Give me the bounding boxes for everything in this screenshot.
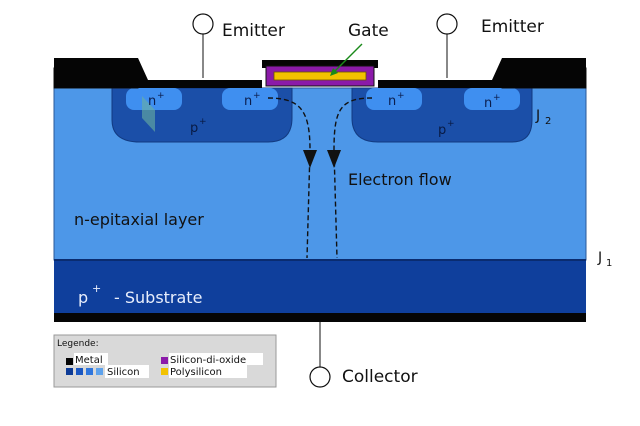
n-plus-label-2: n +: [244, 91, 261, 109]
emitter-right-label: Emitter: [481, 17, 544, 37]
gate-polysilicon: [273, 71, 367, 81]
svg-text:+: +: [199, 117, 207, 127]
n-plus-label-4: n +: [484, 93, 501, 111]
legend-label-bg-metal: [74, 353, 108, 365]
legend-swatch-polysilicon: [161, 368, 168, 375]
svg-text:- Substrate: - Substrate: [114, 288, 202, 307]
junction-j2-label: J 2: [535, 108, 551, 127]
n-plus-region-1: [126, 88, 182, 110]
emitter-metal-left: [54, 58, 262, 88]
svg-text:n: n: [244, 94, 252, 109]
legend-swatch-oxide: [161, 357, 168, 364]
legend-swatch-silicon-1: [66, 368, 73, 375]
electron-flow-path-right: [333, 97, 373, 259]
gate-label: Gate: [348, 21, 389, 41]
electron-flow-path-left: [267, 97, 311, 259]
svg-text:n: n: [388, 94, 396, 109]
watermark-shape: [142, 96, 155, 132]
legend-label-oxide: Silicon-di-oxide: [170, 355, 246, 366]
legend: Legende: Metal Silicon Silicon-di-oxide …: [53, 334, 277, 388]
n-plus-region-3: [366, 88, 422, 110]
center-metal-bar: [262, 60, 378, 68]
n-plus-region-2: [222, 88, 278, 110]
left-metal-top-bar: [54, 58, 138, 68]
svg-text:J: J: [597, 250, 602, 266]
legend-label-polysilicon: Polysilicon: [170, 367, 222, 378]
n-plus-region-4: [464, 88, 520, 110]
p-plus-label-left: p +: [190, 117, 207, 136]
svg-text:n: n: [484, 96, 492, 111]
svg-text:+: +: [92, 282, 101, 295]
emitter-left-label: Emitter: [222, 21, 285, 41]
svg-text:1: 1: [606, 258, 612, 269]
legend-swatch-metal: [66, 358, 73, 365]
svg-text:p: p: [78, 288, 88, 307]
svg-text:J: J: [535, 108, 540, 124]
electron-flow-arrowhead-left: [303, 150, 317, 168]
legend-label-metal: Metal: [75, 355, 103, 366]
svg-text:p: p: [190, 121, 198, 136]
n-plus-label-1: n +: [148, 91, 165, 109]
emitter-left-terminal: [192, 13, 214, 35]
svg-text:+: +: [397, 91, 405, 101]
svg-text:n: n: [148, 94, 156, 109]
legend-label-bg-silicon: [105, 365, 149, 378]
legend-label-bg-oxide: [169, 353, 263, 365]
substrate-label: p + - Substrate: [78, 282, 202, 307]
legend-label-silicon: Silicon: [107, 367, 140, 378]
n-epitaxial-label: n-epitaxial layer: [74, 210, 204, 229]
legend-swatch-silicon-2: [76, 368, 83, 375]
svg-text:+: +: [493, 93, 501, 103]
svg-text:+: +: [447, 119, 455, 129]
p-plus-label-right: p +: [438, 119, 455, 138]
svg-text:2: 2: [545, 116, 551, 127]
svg-text:+: +: [157, 91, 165, 101]
emitter-right-terminal: [436, 13, 458, 35]
gate-arrow-head: [330, 68, 338, 76]
electron-flow-label: Electron flow: [348, 170, 452, 189]
collector-terminal: [309, 366, 331, 388]
collector-label: Collector: [342, 367, 418, 387]
substrate-region: [54, 260, 586, 313]
svg-text:+: +: [253, 91, 261, 101]
electron-flow-arrowhead-right: [327, 150, 341, 168]
legend-label-bg-polysilicon: [169, 365, 247, 378]
legend-swatch-silicon-3: [86, 368, 93, 375]
svg-text:p: p: [438, 123, 446, 138]
collector-metal: [54, 313, 586, 322]
n-plus-label-3: n +: [388, 91, 405, 109]
junction-j1-label: J 1: [597, 250, 612, 269]
legend-swatch-silicon-4: [96, 368, 103, 375]
legend-title: Legende:: [57, 339, 99, 349]
gate-arrow-line: [333, 43, 363, 73]
right-metal-top-bar: [502, 58, 586, 68]
